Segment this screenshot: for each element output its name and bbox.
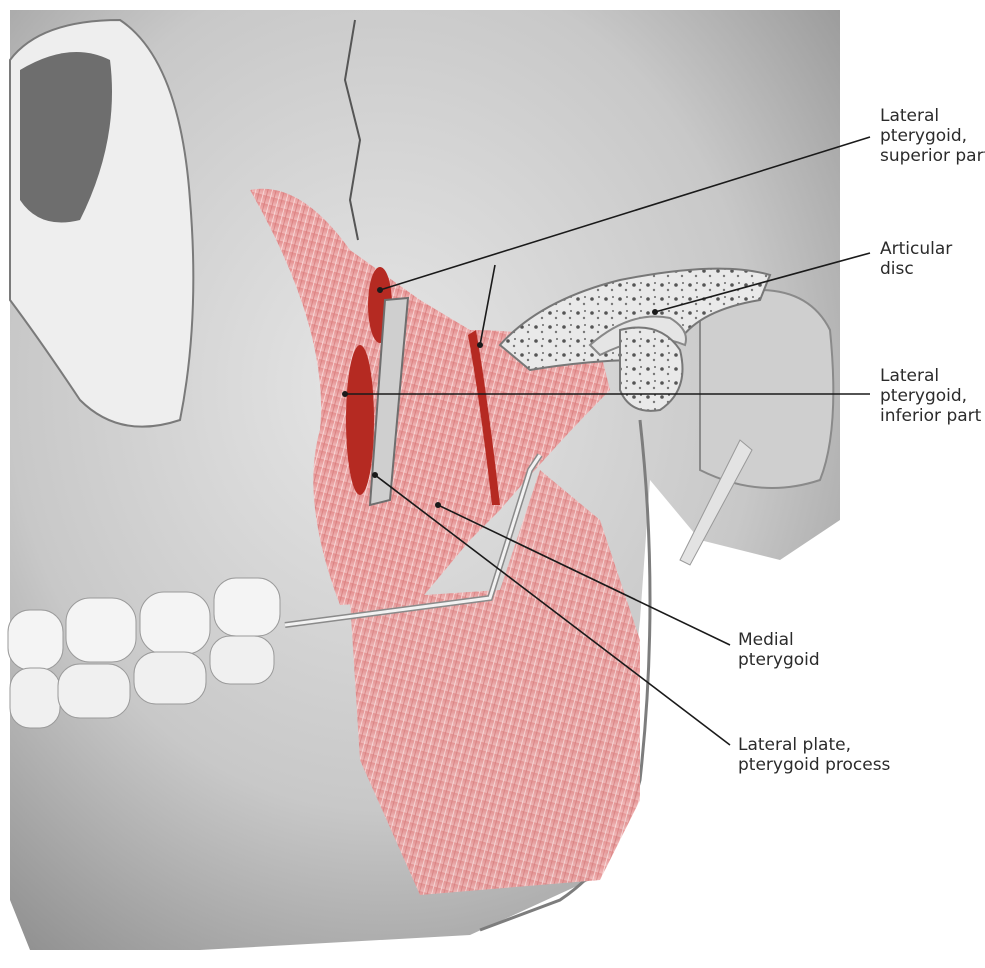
mandibular-condyle [619,326,684,412]
teeth [7,577,281,729]
label-articular-disc: Articular disc [880,239,953,279]
label-lateral-pterygoid-inferior: Lateral pterygoid, inferior part [880,366,982,426]
medial-pterygoid-muscle [350,470,640,895]
label-lateral-plate: Lateral plate, pterygoid process [738,735,891,775]
temporomandibular-joint [498,267,772,412]
leader-dots [342,287,658,508]
lateral-plate-bone [368,296,410,507]
label-lateral-pterygoid-superior: Lateral pterygoid, superior part [880,106,985,166]
label-medial-pterygoid: Medial pterygoid [738,630,820,670]
lateral-pterygoid-muscle [250,188,610,605]
leader-lines [345,136,871,746]
